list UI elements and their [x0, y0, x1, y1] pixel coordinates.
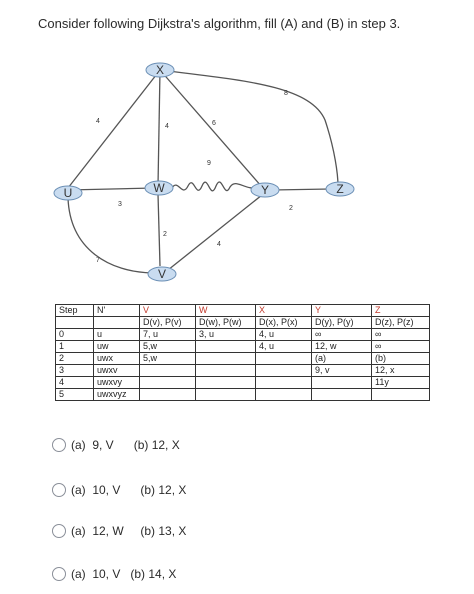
- weight-uv: 7: [96, 257, 100, 264]
- weight-uw: 3: [118, 201, 122, 208]
- answer-option-2[interactable]: (a) 10, V (b) 12, X: [52, 483, 186, 497]
- header-v: V: [139, 304, 196, 317]
- node-z: Z: [325, 181, 355, 197]
- weight-xy: 6: [212, 120, 216, 127]
- edge-xy: [159, 69, 263, 188]
- dijkstra-table: Step N' V W X Y Z D(v), P(v) D(w), P(w) …: [55, 304, 430, 401]
- radio-button[interactable]: [52, 524, 66, 538]
- node-u: U: [53, 185, 83, 201]
- edge-xz: [159, 69, 339, 187]
- table-subheader-row: D(v), P(v) D(w), P(w) D(x), P(x) D(y), P…: [55, 316, 430, 329]
- edge-uw: [67, 187, 155, 191]
- edge-weights: 4 4 6 8 3 9 2 7 2 4: [96, 90, 293, 264]
- answer-option-1[interactable]: (a) 9, V (b) 12, X: [52, 438, 180, 452]
- edge-yz: [271, 188, 331, 191]
- edge-vy: [167, 194, 263, 271]
- node-v: V: [147, 266, 177, 282]
- weight-wv: 2: [163, 231, 167, 238]
- radio-button[interactable]: [52, 438, 66, 452]
- weight-vy: 4: [217, 241, 221, 248]
- edge-wv: [157, 193, 161, 267]
- answer-option-3[interactable]: (a) 12, W (b) 13, X: [52, 524, 186, 538]
- header-x: X: [255, 304, 312, 317]
- network-graph: X U W Y Z V 4 4 6 8 3 9 2 7 2 4: [53, 62, 355, 282]
- radio-button[interactable]: [52, 483, 66, 497]
- header-step: Step: [55, 304, 94, 317]
- node-y: Y: [250, 182, 280, 198]
- svg-text:U: U: [64, 186, 73, 200]
- weight-wy: 9: [207, 160, 211, 167]
- table-header-row: Step N' V W X Y Z: [55, 304, 430, 317]
- answer-option-4[interactable]: (a) 10, V (b) 14, X: [52, 567, 176, 581]
- header-w: W: [195, 304, 256, 317]
- weight-xw: 4: [165, 123, 169, 130]
- svg-text:X: X: [156, 63, 164, 77]
- header-nprime: N': [93, 304, 140, 317]
- graph-nodes: X U W Y Z V: [53, 62, 355, 282]
- header-y: Y: [311, 304, 372, 317]
- svg-text:W: W: [153, 181, 165, 195]
- weight-ux: 4: [96, 118, 100, 125]
- edge-wy: [171, 181, 259, 192]
- edge-ux: [67, 69, 161, 189]
- weight-xz: 8: [284, 90, 288, 97]
- header-z: Z: [371, 304, 430, 317]
- edge-xw: [157, 69, 161, 187]
- svg-text:Y: Y: [261, 183, 269, 197]
- question-text: Consider following Dijkstra's algorithm,…: [38, 16, 401, 31]
- svg-text:V: V: [158, 267, 166, 281]
- weight-yz: 2: [289, 205, 293, 212]
- radio-button[interactable]: [52, 567, 66, 581]
- node-w: W: [144, 180, 174, 196]
- edge-uv: [67, 197, 153, 274]
- node-x: X: [145, 62, 175, 78]
- svg-text:Z: Z: [336, 182, 343, 196]
